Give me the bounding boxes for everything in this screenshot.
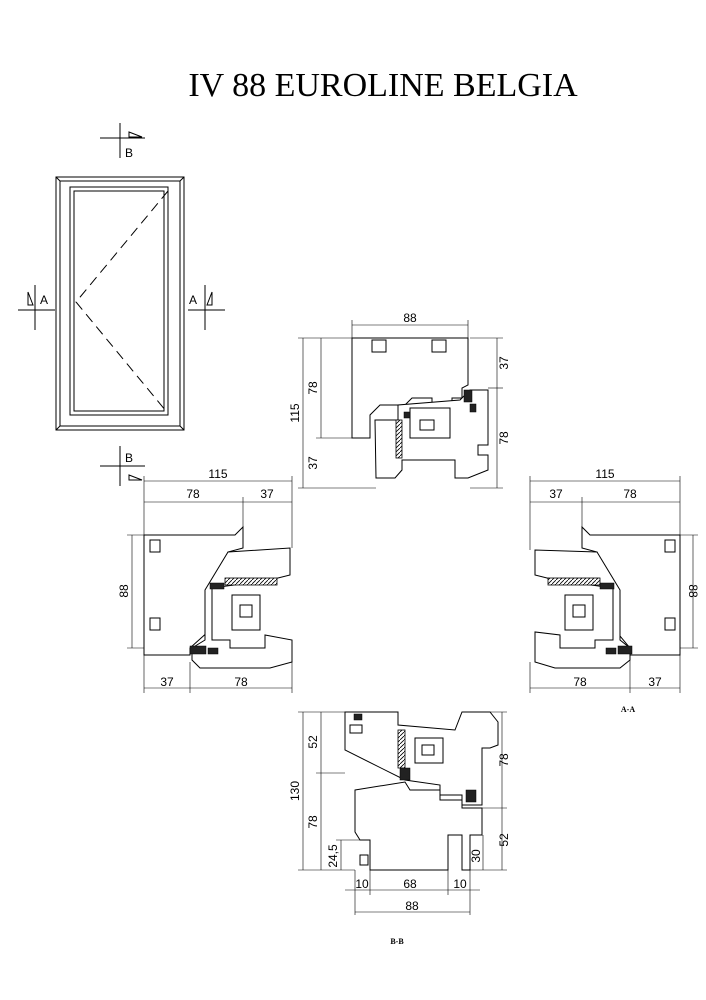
section-label-bottom: B [125,451,133,465]
dim-left-c: 37 [160,675,174,689]
page-title: IV 88 EUROLINE BELGIA [188,67,578,104]
section-marker-top: B [100,123,145,160]
caption-a-a: A-A [621,705,635,714]
profile-right-jamb: 115 37 78 88 78 37 A-A [529,467,700,714]
dim-right-height: 88 [686,584,700,598]
dim-head-frame: 78 [306,381,320,395]
dim-sill-mid: 68 [403,877,417,891]
dim-sill-right-lower: 52 [497,833,511,847]
dim-head-total: 115 [288,403,302,422]
dim-sill-gap-right: 10 [453,877,467,891]
section-label-right: A [189,293,197,307]
dim-right-c: 78 [573,675,587,689]
dim-left-height: 88 [117,584,131,598]
dim-sill-total: 130 [288,781,302,801]
dim-left-total: 115 [208,467,227,481]
dim-right-d: 37 [648,675,662,689]
dim-sill-base: 24,5 [326,844,340,868]
section-label-top: B [125,146,133,160]
dim-left-d: 78 [234,675,248,689]
dim-sill-right-base: 30 [469,849,483,863]
section-marker-bottom: B [100,446,145,486]
dim-right-a: 37 [549,487,563,501]
window-elevation [55,176,185,431]
caption-b-b: B-B [390,937,404,946]
dim-right-b: 78 [623,487,637,501]
dim-right-total: 115 [595,467,614,481]
section-marker-right: A [188,285,225,330]
dim-sill-right-upper: 78 [497,753,511,767]
dim-head-right-top: 37 [497,356,511,370]
dim-head-width: 88 [403,311,417,325]
section-marker-left: A [18,285,55,330]
dim-sill-gap-left: 10 [355,877,369,891]
dim-left-b: 37 [260,487,274,501]
dim-sill-lower: 78 [306,815,320,829]
dim-head-over: 37 [306,456,320,470]
dim-left-a: 78 [186,487,200,501]
dim-sill-upper: 52 [306,735,320,749]
section-label-left: A [40,293,48,307]
profile-sill: 130 52 78 24,5 78 52 30 10 68 10 88 B-B [288,711,511,946]
profile-head: 88 115 78 37 37 78 [288,311,511,489]
profile-left-jamb: 115 78 37 88 37 78 [117,467,293,693]
dim-head-right-bottom: 78 [497,431,511,445]
dim-sill-width: 88 [405,899,419,913]
